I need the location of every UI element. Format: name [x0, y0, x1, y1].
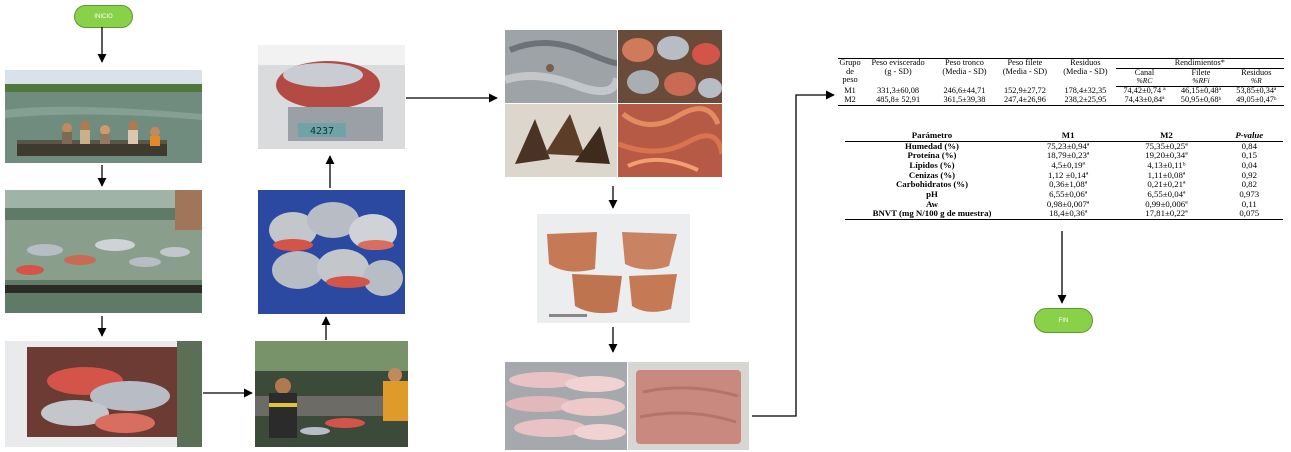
col-m2: M2	[1117, 131, 1215, 141]
table-row: M2 485,8± 52,91 361,5±39,38 247,4±26,96 …	[838, 96, 1284, 105]
photo-minced-fish	[628, 362, 749, 450]
col-param: Parámetro	[845, 131, 1019, 141]
col-waste: Residuos(Media - SD)	[1055, 59, 1115, 87]
photo-fins	[505, 104, 617, 177]
col-residuos: Residuos%R	[1229, 68, 1284, 86]
arrow-fillets-to-table	[752, 95, 834, 416]
photo-scales-waste	[505, 30, 617, 103]
col-group: Grupo de peso	[838, 59, 862, 87]
photo-viscera	[618, 104, 722, 177]
photo-fish-in-cooler	[5, 341, 202, 447]
photo-fish-in-net	[5, 190, 202, 313]
composition-table: Parámetro M1 M2 P-value Humedad (%)75,23…	[845, 131, 1283, 220]
col-trunk: Peso tronco(Media - SD)	[934, 59, 994, 87]
scale-display: 4237	[310, 126, 334, 137]
col-eviscerated: Peso eviscerado(g - SD)	[862, 59, 934, 87]
col-m1: M1	[1019, 131, 1117, 141]
col-pvalue: P-value	[1216, 131, 1283, 141]
photo-pond-harvest	[5, 70, 202, 163]
photo-crate-of-fish	[258, 190, 405, 314]
photo-fish-heads	[618, 30, 722, 103]
yield-table: Grupo de peso Peso eviscerado(g - SD) Pe…	[838, 58, 1284, 106]
photo-fish-trunks	[537, 214, 690, 323]
photo-fish-on-scale: 4237	[258, 45, 405, 149]
col-canal: Canal%RC	[1116, 68, 1174, 86]
photo-processing-workers	[255, 341, 408, 447]
start-node: INICIO	[74, 5, 133, 28]
col-filete: Filete%RFi	[1173, 68, 1228, 86]
col-fillet: Peso filete(Media - SD)	[995, 59, 1055, 87]
end-node: FIN	[1034, 308, 1093, 333]
photo-fillets	[505, 362, 627, 450]
